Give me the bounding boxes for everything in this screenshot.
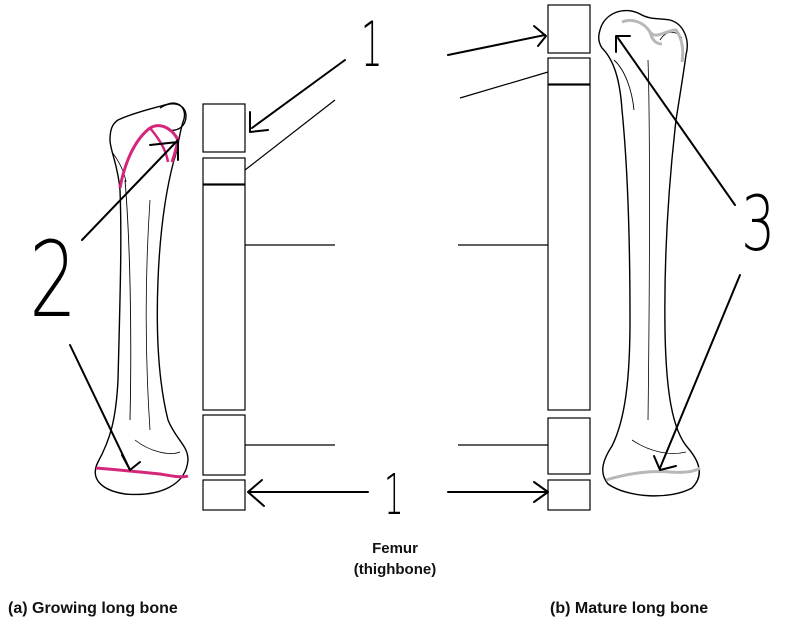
femur-label-line2: (thighbone) [330,559,460,580]
handwritten-label-3: 3 [741,186,775,262]
left-bracket-top-epiphysis [203,104,245,152]
left-bracket-bottom-epiphysis [203,480,245,510]
right-bracket-diaphysis [548,85,590,410]
growing-femur-outline [95,103,188,494]
right-brackets [458,5,590,510]
caption-growing-bone: (a) Growing long bone [8,600,178,618]
arrow-1-top-right [448,35,545,55]
right-bracket-bottom-epiphysis [548,480,590,510]
femur-label-line1: Femur [330,538,460,559]
right-bracket-top-epiphysis [548,5,590,53]
growing-femur [95,103,188,494]
left-bracket-diaphysis [203,185,245,410]
handwritten-label-1-top: 1 [361,14,383,76]
femur-label: Femur (thighbone) [330,538,460,580]
right-bracket-bottom-line [548,418,590,474]
handwritten-label-1-bottom: 1 [384,468,404,524]
handwritten-label-2: 2 [29,228,77,332]
arrow-3-bottom [660,275,740,468]
arrow-1-top-left [252,60,345,128]
caption-mature-bone: (b) Mature long bone [550,600,708,618]
left-brackets [203,100,335,510]
left-bracket-bottom-plate [203,415,245,475]
right-bracket-top-line [548,58,590,84]
left-bracket-top-plate [203,158,245,184]
